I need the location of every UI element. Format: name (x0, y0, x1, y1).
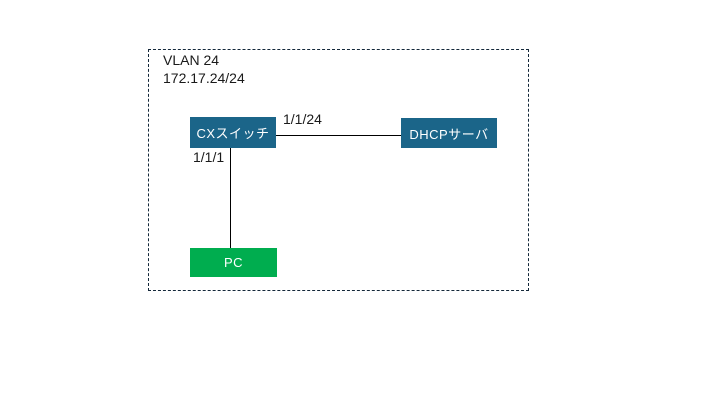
vlan-subnet-label: 172.17.24/24 (163, 70, 245, 86)
link-switch-to-pc (230, 148, 231, 248)
port-label-access: 1/1/1 (193, 149, 225, 165)
vlan-name-label: VLAN 24 (163, 52, 220, 68)
node-pc: PC (190, 248, 277, 277)
pc-label: PC (223, 255, 244, 270)
link-switch-to-dhcp (276, 135, 401, 136)
vlan-boundary-box (148, 49, 529, 291)
node-dhcp-server: DHCPサーバ (401, 118, 497, 148)
node-cx-switch: CXスイッチ (190, 117, 276, 148)
vlan-caption: VLAN 24 172.17.24/24 (163, 51, 245, 87)
cx-switch-label: CXスイッチ (196, 126, 270, 141)
dhcp-server-label: DHCPサーバ (409, 126, 489, 142)
port-label-uplink: 1/1/24 (283, 111, 322, 127)
